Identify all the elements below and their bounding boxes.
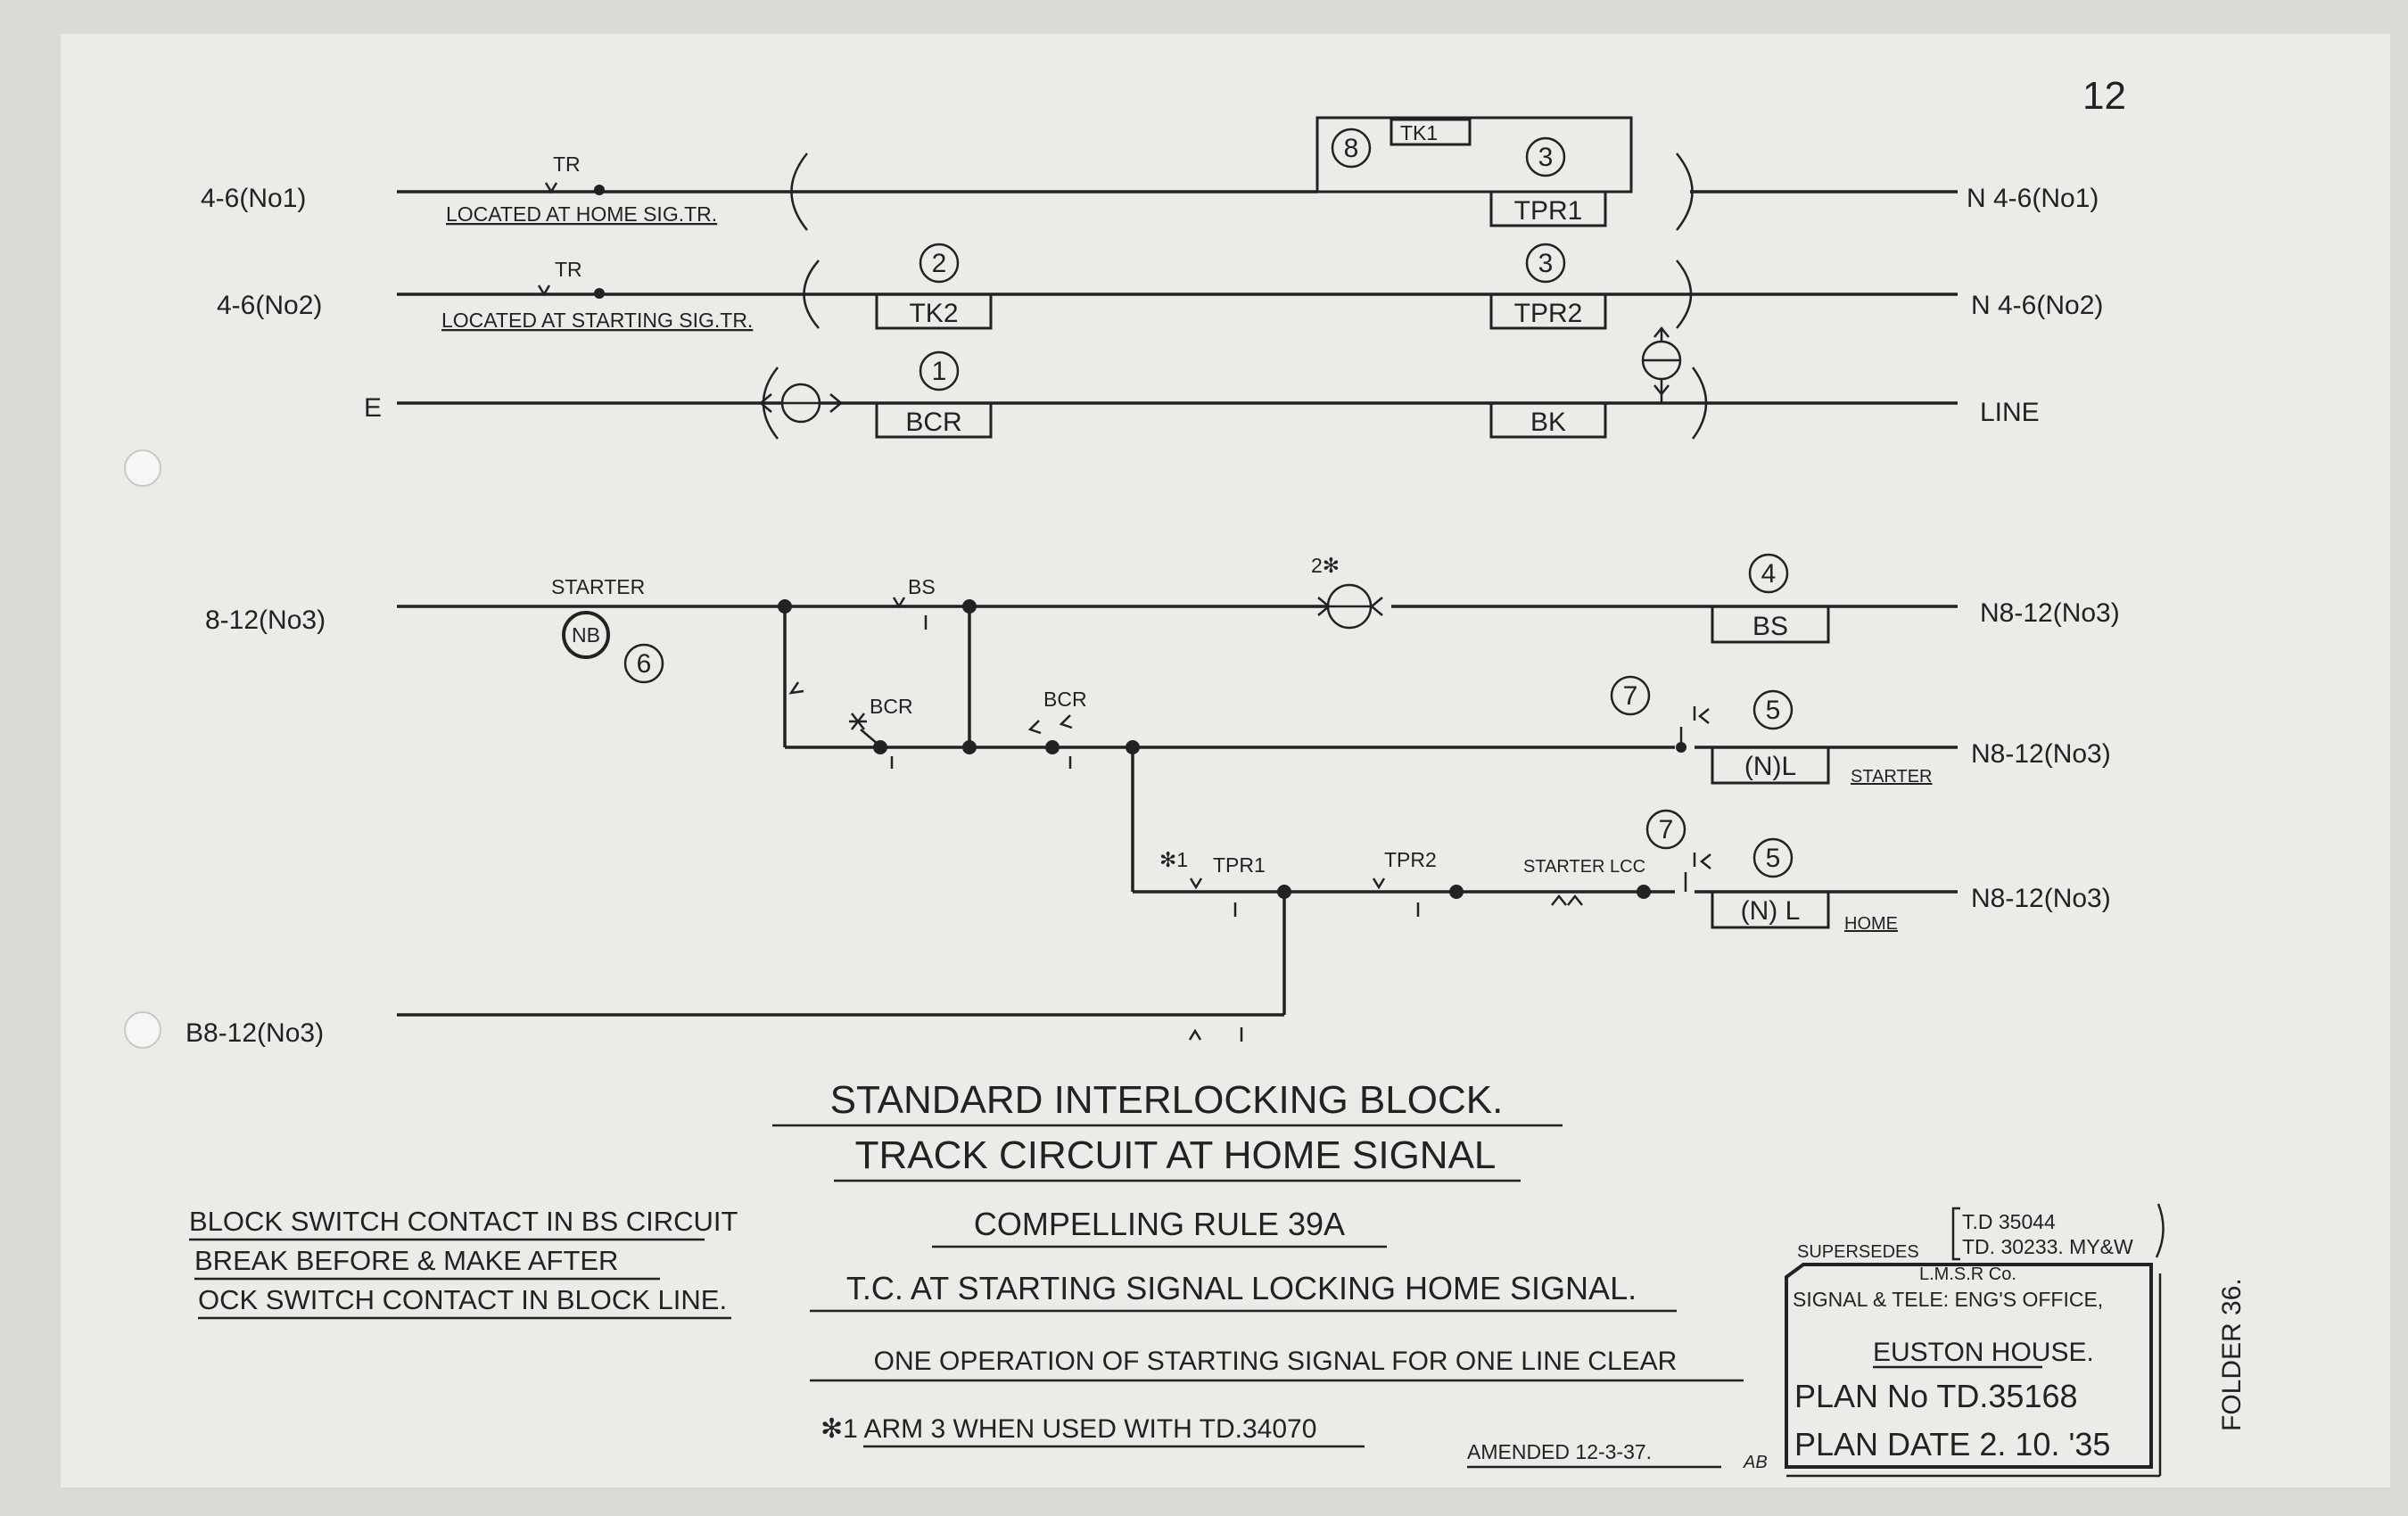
tpr2-label: TPR2 (1514, 299, 1583, 328)
circuit-no3: 8-12(No3) STARTER NB 6 BS 2✻ 4 BS N8-12(… (186, 553, 2120, 1048)
mark-x1: ✻1 (1159, 848, 1188, 871)
bk-label: BK (1530, 408, 1566, 437)
supersedes-2: TD. 30233. MY&W (1962, 1235, 2133, 1258)
e-left-label: E (364, 393, 382, 423)
tpr1-number: 3 (1538, 143, 1554, 172)
title-line-4: T.C. AT STARTING SIGNAL LOCKING HOME SIG… (846, 1270, 1637, 1306)
no2-located-label: LOCATED AT STARTING SIG.TR. (441, 309, 753, 332)
num-7b: 7 (1659, 815, 1674, 845)
office-name: SIGNAL & TELE: ENG'S OFFICE, (1793, 1288, 2103, 1311)
no3-right-label-1: N8-12(No3) (1980, 598, 2120, 628)
nb-label: NB (572, 623, 600, 647)
line-right-label: LINE (1980, 398, 2040, 427)
home-tag: HOME (1844, 914, 1898, 934)
circuit-no1: 4-6(No1) TR LOCATED AT HOME SIG.TR. TK1 … (201, 116, 2099, 231)
starter-tag: STARTER (1851, 767, 1933, 787)
no3-left-label-b: B8-12(No3) (186, 1018, 324, 1048)
supersedes-label: SUPERSEDES (1797, 1242, 1919, 1262)
no1-located-label: LOCATED AT HOME SIG.TR. (446, 202, 717, 226)
title-line-6: ✻1 ARM 3 WHEN USED WITH TD.34070 (821, 1414, 1316, 1444)
no1-left-label: 4-6(No1) (201, 184, 306, 213)
plan-title-block: SUPERSEDES T.D 35044 TD. 30233. MY&W L.M… (1785, 1203, 2165, 1478)
tk2-number: 2 (932, 249, 947, 278)
bs-contact-label: BS (908, 575, 936, 598)
office-house: EUSTON HOUSE. (1873, 1338, 2094, 1367)
no2-left-label: 4-6(No2) (217, 291, 322, 320)
title-line-2: TRACK CIRCUIT AT HOME SIGNAL (855, 1133, 1497, 1177)
nl-1-label: (N)L (1744, 752, 1796, 781)
no3-left-label: 8-12(No3) (205, 606, 326, 635)
mark-2x: 2✻ (1311, 554, 1340, 577)
no2-right-label: N 4-6(No2) (1971, 291, 2103, 320)
circuit-no2: 4-6(No2) TR LOCATED AT STARTING SIG.TR. … (217, 243, 2103, 332)
tpr2-contact-label: TPR2 (1384, 848, 1437, 871)
folder-label: FOLDER 36. (2217, 1278, 2247, 1431)
num-5a: 5 (1766, 696, 1781, 725)
starter-label: STARTER (551, 575, 645, 598)
punch-hole-top (124, 449, 161, 487)
plan-date: PLAN DATE 2. 10. '35 (1794, 1426, 2110, 1462)
note-3: OCK SWITCH CONTACT IN BLOCK LINE. (198, 1284, 727, 1315)
note-2: BREAK BEFORE & MAKE AFTER (194, 1245, 618, 1276)
note-1: BLOCK SWITCH CONTACT IN BS CIRCUIT (189, 1206, 738, 1237)
bcr-b-label: BCR (1043, 688, 1087, 711)
starter-lcc-label: STARTER LCC (1523, 857, 1645, 877)
notes: BLOCK SWITCH CONTACT IN BS CIRCUIT BREAK… (189, 1206, 738, 1320)
no1-tr-label: TR (553, 152, 581, 176)
title-line-1: STANDARD INTERLOCKING BLOCK. (830, 1078, 1504, 1122)
page-number: 12 (2082, 74, 2126, 118)
no1-right-label: N 4-6(No1) (1967, 184, 2099, 213)
company-name: L.M.S.R Co. (1919, 1265, 2016, 1284)
bcr-a-label: BCR (870, 695, 913, 718)
num-5b: 5 (1766, 844, 1781, 873)
nb-number: 6 (637, 649, 652, 679)
circuit-e-line: E 1 BCR BK LINE (364, 325, 2040, 440)
nl-2-label: (N) L (1741, 896, 1801, 926)
no3-right-label-3: N8-12(No3) (1971, 884, 2111, 913)
no2-tr-label: TR (555, 258, 582, 281)
amended-initials: AB (1743, 1453, 1768, 1472)
plan-number: PLAN No TD.35168 (1794, 1378, 2078, 1414)
bs-number: 4 (1761, 559, 1777, 589)
amended-label: AMENDED 12-3-37. (1467, 1440, 1652, 1463)
title-line-3: COMPELLING RULE 39A (974, 1206, 1345, 1242)
title-line-5: ONE OPERATION OF STARTING SIGNAL FOR ONE… (874, 1347, 1678, 1376)
no3-right-label-2: N8-12(No3) (1971, 739, 2111, 769)
punch-hole-bottom (124, 1011, 161, 1049)
supersedes-1: T.D 35044 (1962, 1210, 2056, 1233)
tk1-label: TK1 (1400, 121, 1438, 144)
tpr1-contact-label: TPR1 (1213, 853, 1266, 877)
tpr1-label: TPR1 (1514, 196, 1583, 226)
title-block-text: STANDARD INTERLOCKING BLOCK. TRACK CIRCU… (772, 1078, 1744, 1448)
drawing-sheet (61, 34, 2390, 1487)
bcr-label: BCR (905, 408, 961, 437)
tk2-label: TK2 (909, 299, 958, 328)
bcr-number: 1 (932, 357, 947, 386)
tpr2-number: 3 (1538, 249, 1554, 278)
bs-coil-label: BS (1752, 612, 1788, 641)
num-7a: 7 (1623, 681, 1638, 711)
tk1-number: 8 (1344, 134, 1359, 163)
